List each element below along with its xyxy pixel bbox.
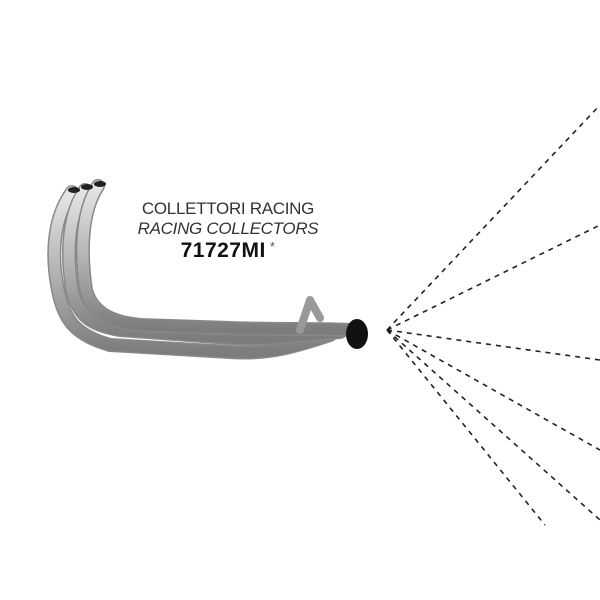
dashed-rays (386, 104, 600, 526)
header-pipes (47, 179, 357, 360)
product-code-line: 71727MI* (128, 239, 328, 263)
title-english: RACING COLLECTORS (137, 219, 319, 238)
pipe-ends (68, 181, 106, 193)
collector-outlet (346, 319, 368, 349)
note-mark: * (269, 239, 276, 254)
product-code: 71727MI (180, 239, 266, 262)
title-italian: COLLETTORI RACING (141, 199, 315, 218)
